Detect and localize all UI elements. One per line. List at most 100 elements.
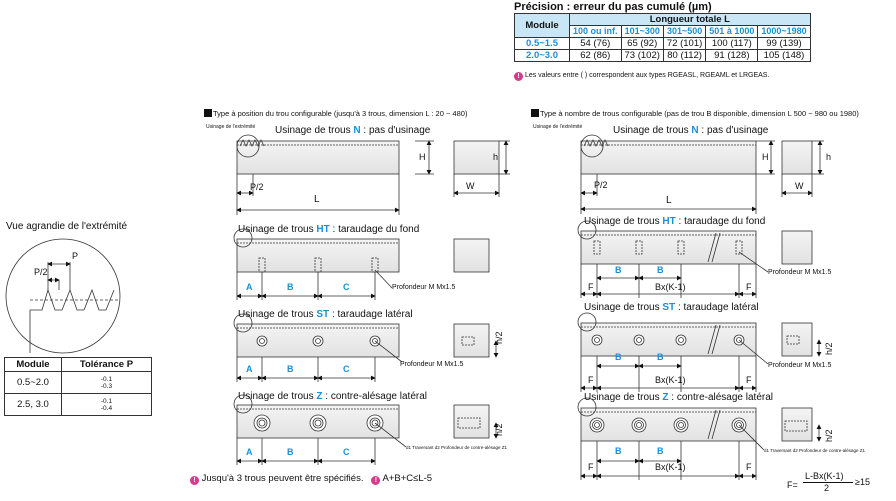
edge-callout-circle <box>577 220 597 240</box>
dim-h2: h/2 <box>494 331 504 344</box>
side-bore <box>457 417 481 429</box>
tol-upper: -0.1 <box>100 375 113 383</box>
right-section-title: Type à nombre de trous configurable (pas… <box>531 109 859 118</box>
leader-line <box>374 269 393 289</box>
sec-code: HT <box>316 224 330 235</box>
counterbore-hole <box>314 419 322 427</box>
tapped-hole-inner <box>636 337 642 343</box>
formula-denominator: 2 <box>824 483 830 493</box>
tapped-hole-inner <box>259 338 265 344</box>
tapped-hole <box>735 240 743 255</box>
dim-A: A <box>246 282 253 292</box>
sec-suffix: : taraudage latéral <box>329 309 413 320</box>
rack-bar-n-right <box>580 140 757 175</box>
dim-F: F <box>746 375 752 385</box>
note-icon: ! <box>371 476 381 485</box>
dim-F: F <box>588 282 594 292</box>
sec-suffix: : taraudage du fond <box>329 224 420 235</box>
tooth-profile <box>239 139 265 147</box>
dim-F: F <box>588 375 594 385</box>
break-line <box>711 232 721 263</box>
square-bullet-icon <box>531 109 539 117</box>
dim-F: F <box>746 282 752 292</box>
formula-bar <box>803 482 853 483</box>
side-tap <box>786 335 800 345</box>
counterbore-hole <box>594 422 600 428</box>
rack-side-n-right <box>781 140 813 175</box>
precision-note-text: Les valeurs entre ( ) correspondent aux … <box>524 72 770 79</box>
rack-bar-ht-right <box>580 230 757 265</box>
precision-note: ! Les valeurs entre ( ) correspondent au… <box>514 72 769 81</box>
dim-L: L <box>666 195 672 206</box>
sec-suffix: : pas d'usinage <box>698 125 769 136</box>
sec-code: ST <box>316 309 330 320</box>
precision-title: Précision : erreur du pas cumulé (µm) <box>514 1 712 13</box>
edge-callout-circle <box>233 228 253 248</box>
zoom-circle <box>5 238 121 354</box>
sec-suffix: : contre-alésage latéral <box>322 391 428 402</box>
rack-side-ht-right <box>781 230 813 265</box>
counterbore-hole <box>636 422 642 428</box>
left-title-text: Type à position du trou configurable (ju… <box>213 109 468 118</box>
dim-BxK: Bx(K-1) <box>655 375 686 385</box>
dim-B: B <box>287 364 294 374</box>
section-ht-title-right: Usinage de trous HT : taraudage du fond <box>584 216 765 227</box>
tolerance-module-header: Module <box>4 357 62 372</box>
dim-P2: P/2 <box>594 180 608 190</box>
tolerance-module: 0.5~2.0 <box>4 371 62 394</box>
depth-label-st-right: Profondeur M Mx1.5 <box>768 362 832 369</box>
sec-prefix: Usinage de trous <box>275 125 354 136</box>
tapped-hole-inner <box>678 337 684 343</box>
precision-length-header: Longueur totale L <box>569 13 811 26</box>
dim-B: B <box>287 447 294 457</box>
section-z-title: Usinage de trous Z : contre-alésage laté… <box>238 391 427 402</box>
sec-prefix: Usinage de trous <box>238 309 317 320</box>
leader-line <box>374 340 403 363</box>
dim-C: C <box>343 282 350 292</box>
leader-line <box>374 422 407 448</box>
section-z-title-right: Usinage de trous Z : contre-alésage laté… <box>584 392 773 403</box>
formula-rhs: ≥15 <box>855 477 870 487</box>
z-label: d1 Traversant d2 Profondeur de contre-al… <box>406 445 508 450</box>
leader-line <box>738 339 769 365</box>
dim-h2: h/2 <box>824 342 834 355</box>
leader-line <box>738 251 769 273</box>
depth-label-ht-right: Profondeur M Mx1.5 <box>768 269 832 276</box>
tapped-hole-inner <box>594 337 600 343</box>
edge-callout-circle <box>580 134 604 158</box>
sec-prefix: Usinage de trous <box>238 391 317 402</box>
dim-B: B <box>615 265 622 275</box>
section-st-title: Usinage de trous ST : taraudage latéral <box>238 309 413 320</box>
table-row: 2.5, 3.0 -0.1-0.4 <box>4 393 153 416</box>
formula-numerator: L-Bx(K-1) <box>805 471 844 481</box>
rack-side-st <box>453 323 490 358</box>
edge-callout-circle <box>577 312 597 332</box>
sec-suffix: : pas d'usinage <box>360 125 431 136</box>
break-line <box>711 409 721 440</box>
break-line <box>707 324 717 355</box>
dim-P2: P/2 <box>250 182 264 192</box>
sec-code: ST <box>662 302 676 313</box>
rack-bar-ht <box>236 238 400 273</box>
rack-side-st-right <box>781 322 813 357</box>
square-bullet-icon <box>204 109 212 117</box>
note-icon: ! <box>190 476 199 485</box>
dim-h2: h/2 <box>824 429 834 442</box>
sec-suffix: : contre-alésage latéral <box>668 392 774 403</box>
dim-A: A <box>246 447 253 457</box>
tapped-hole-inner <box>315 338 321 344</box>
counterbore-hole <box>678 422 684 428</box>
bottom-note-1: Jusqu'à 3 trous peuvent être spécifiés. <box>201 473 364 484</box>
edge-callout-circle <box>233 313 253 333</box>
tolerance-value: -0.1-0.3 <box>60 371 153 394</box>
side-bore <box>784 420 808 432</box>
tapped-hole <box>593 240 601 255</box>
table-row: 2.0~3.0 62 (86) 73 (102) 80 (112) 91 (12… <box>514 49 811 62</box>
sec-suffix: : taraudage latéral <box>675 302 759 313</box>
dim-B: B <box>287 282 294 292</box>
precision-table: Module Longueur totale L 100 ou inf. 101… <box>514 13 811 62</box>
side-tap <box>461 336 475 346</box>
dim-B: B <box>657 265 664 275</box>
sec-suffix: : taraudage du fond <box>675 216 766 227</box>
sec-prefix: Usinage de trous <box>584 216 663 227</box>
